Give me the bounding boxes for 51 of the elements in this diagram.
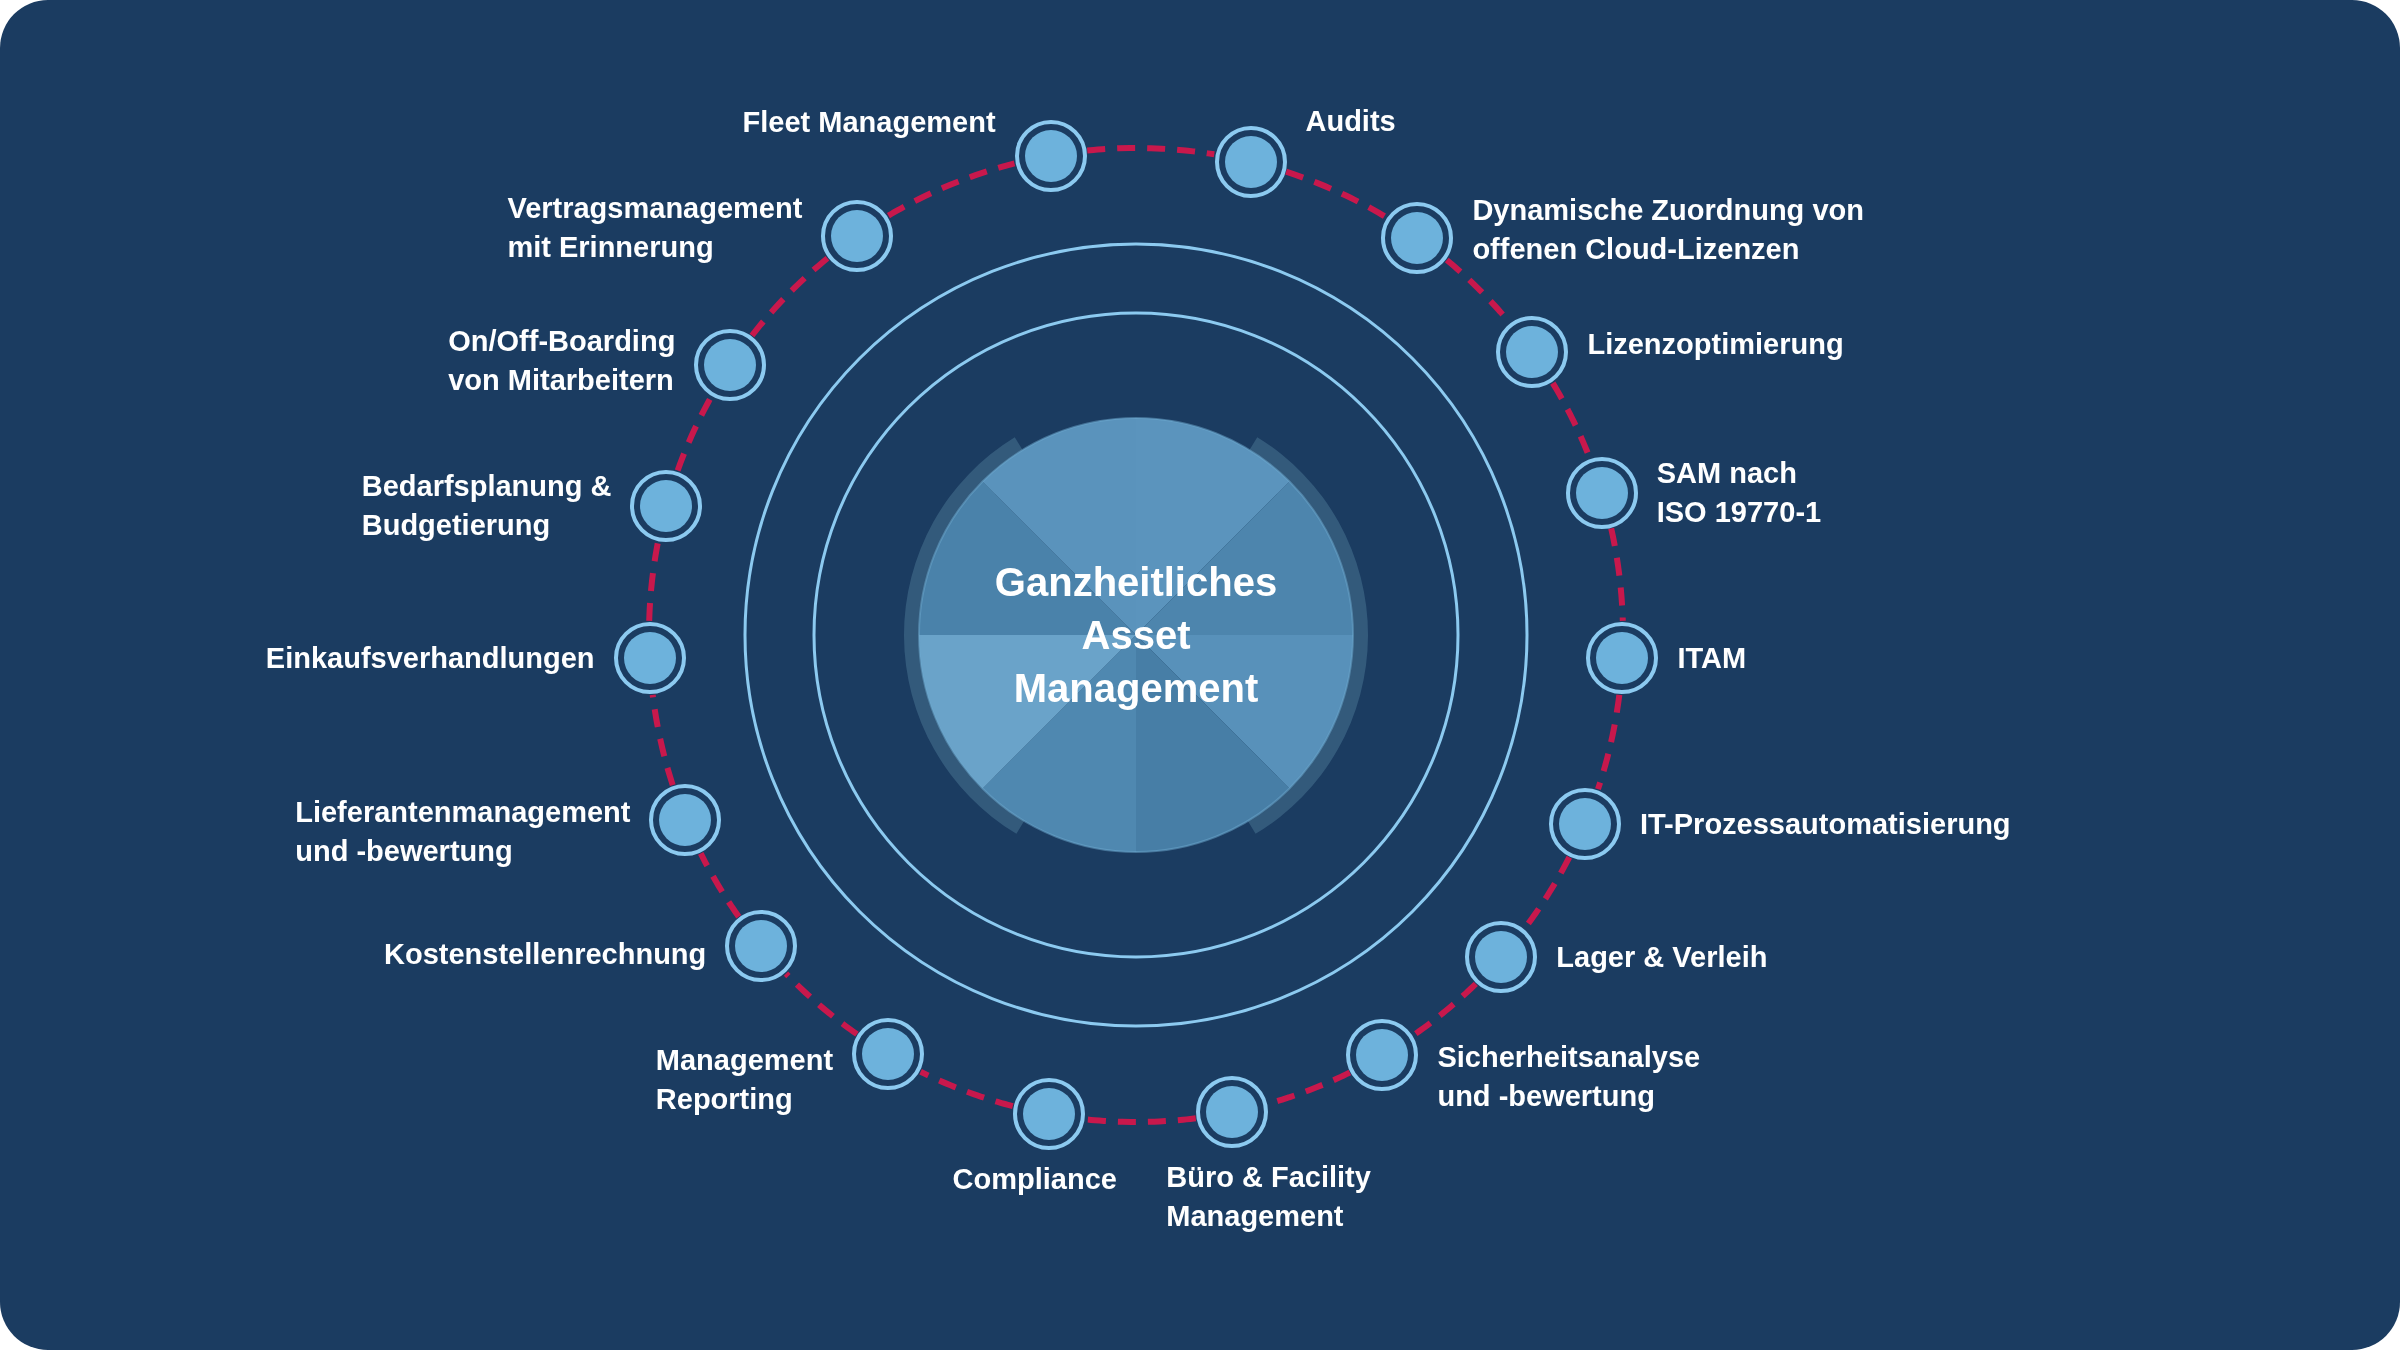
item-label: Büro & Facility Management — [1166, 1160, 1371, 1235]
dashed-connector — [674, 395, 714, 472]
item-label: Audits — [1305, 103, 1396, 139]
dot-marker — [820, 198, 895, 273]
dot-marker — [1213, 124, 1288, 199]
dashed-connector — [1285, 168, 1388, 220]
dashed-connector — [919, 1069, 1014, 1110]
dot-marker — [1564, 455, 1639, 530]
dot-marker — [1380, 200, 1455, 275]
dashed-connector — [1595, 694, 1623, 791]
item-label: Bedarfsplanung & Budgetierung — [361, 468, 612, 543]
dot-marker — [1495, 315, 1570, 390]
dashed-connector — [1411, 981, 1478, 1038]
dot-marker — [629, 468, 704, 543]
dot-marker — [1011, 1077, 1086, 1152]
center-title: Ganzheitliches Asset Management — [993, 558, 1279, 712]
dot-marker — [1547, 786, 1622, 861]
dashed-connector — [887, 160, 1016, 219]
item-label: Lager & Verleih — [1556, 939, 1768, 975]
dashed-connector — [646, 541, 661, 622]
dashed-connector — [649, 694, 676, 786]
item-label: Management Reporting — [655, 1043, 834, 1118]
dot-marker — [1585, 620, 1660, 695]
item-label: IT-Prozessautomatisierung — [1639, 806, 2011, 842]
item-label: Lizenzoptimierung — [1587, 326, 1844, 362]
dashed-connector — [698, 852, 742, 919]
item-label: On/Off-Boarding von Mitarbeitern — [448, 324, 676, 399]
dot-marker — [1195, 1075, 1270, 1150]
dot-marker — [693, 328, 768, 403]
item-label: Einkaufsverhandlungen — [265, 640, 595, 676]
dashed-connector — [1085, 1115, 1197, 1125]
dashed-connector — [1086, 145, 1215, 158]
item-label: Dynamische Zuordnung von offenen Cloud-Lizenzen — [1472, 192, 1864, 267]
item-label: Vertragsmanagement mit Erinnerung — [507, 190, 803, 265]
item-label: Kostenstellenrechnung — [384, 936, 707, 972]
dot-marker — [724, 909, 799, 984]
item-label: ITAM — [1677, 640, 1747, 676]
dot-marker — [1013, 118, 1088, 193]
dot-marker — [851, 1017, 926, 1092]
item-label: Fleet Management — [742, 104, 996, 140]
dot-marker — [612, 620, 687, 695]
dashed-connector — [783, 971, 859, 1037]
item-label: Lieferantenmanagement und -bewertung — [295, 794, 631, 869]
item-label: Compliance — [952, 1162, 1117, 1198]
item-label: SAM nach ISO 19770-1 — [1656, 455, 1822, 530]
dashed-connector — [1608, 527, 1626, 622]
dot-marker — [648, 782, 723, 857]
item-label: Sicherheitsanalyse und -bewertung — [1437, 1040, 1701, 1115]
dot-marker — [1345, 1018, 1420, 1093]
dashed-connector — [749, 255, 830, 338]
dot-marker — [1464, 920, 1539, 995]
